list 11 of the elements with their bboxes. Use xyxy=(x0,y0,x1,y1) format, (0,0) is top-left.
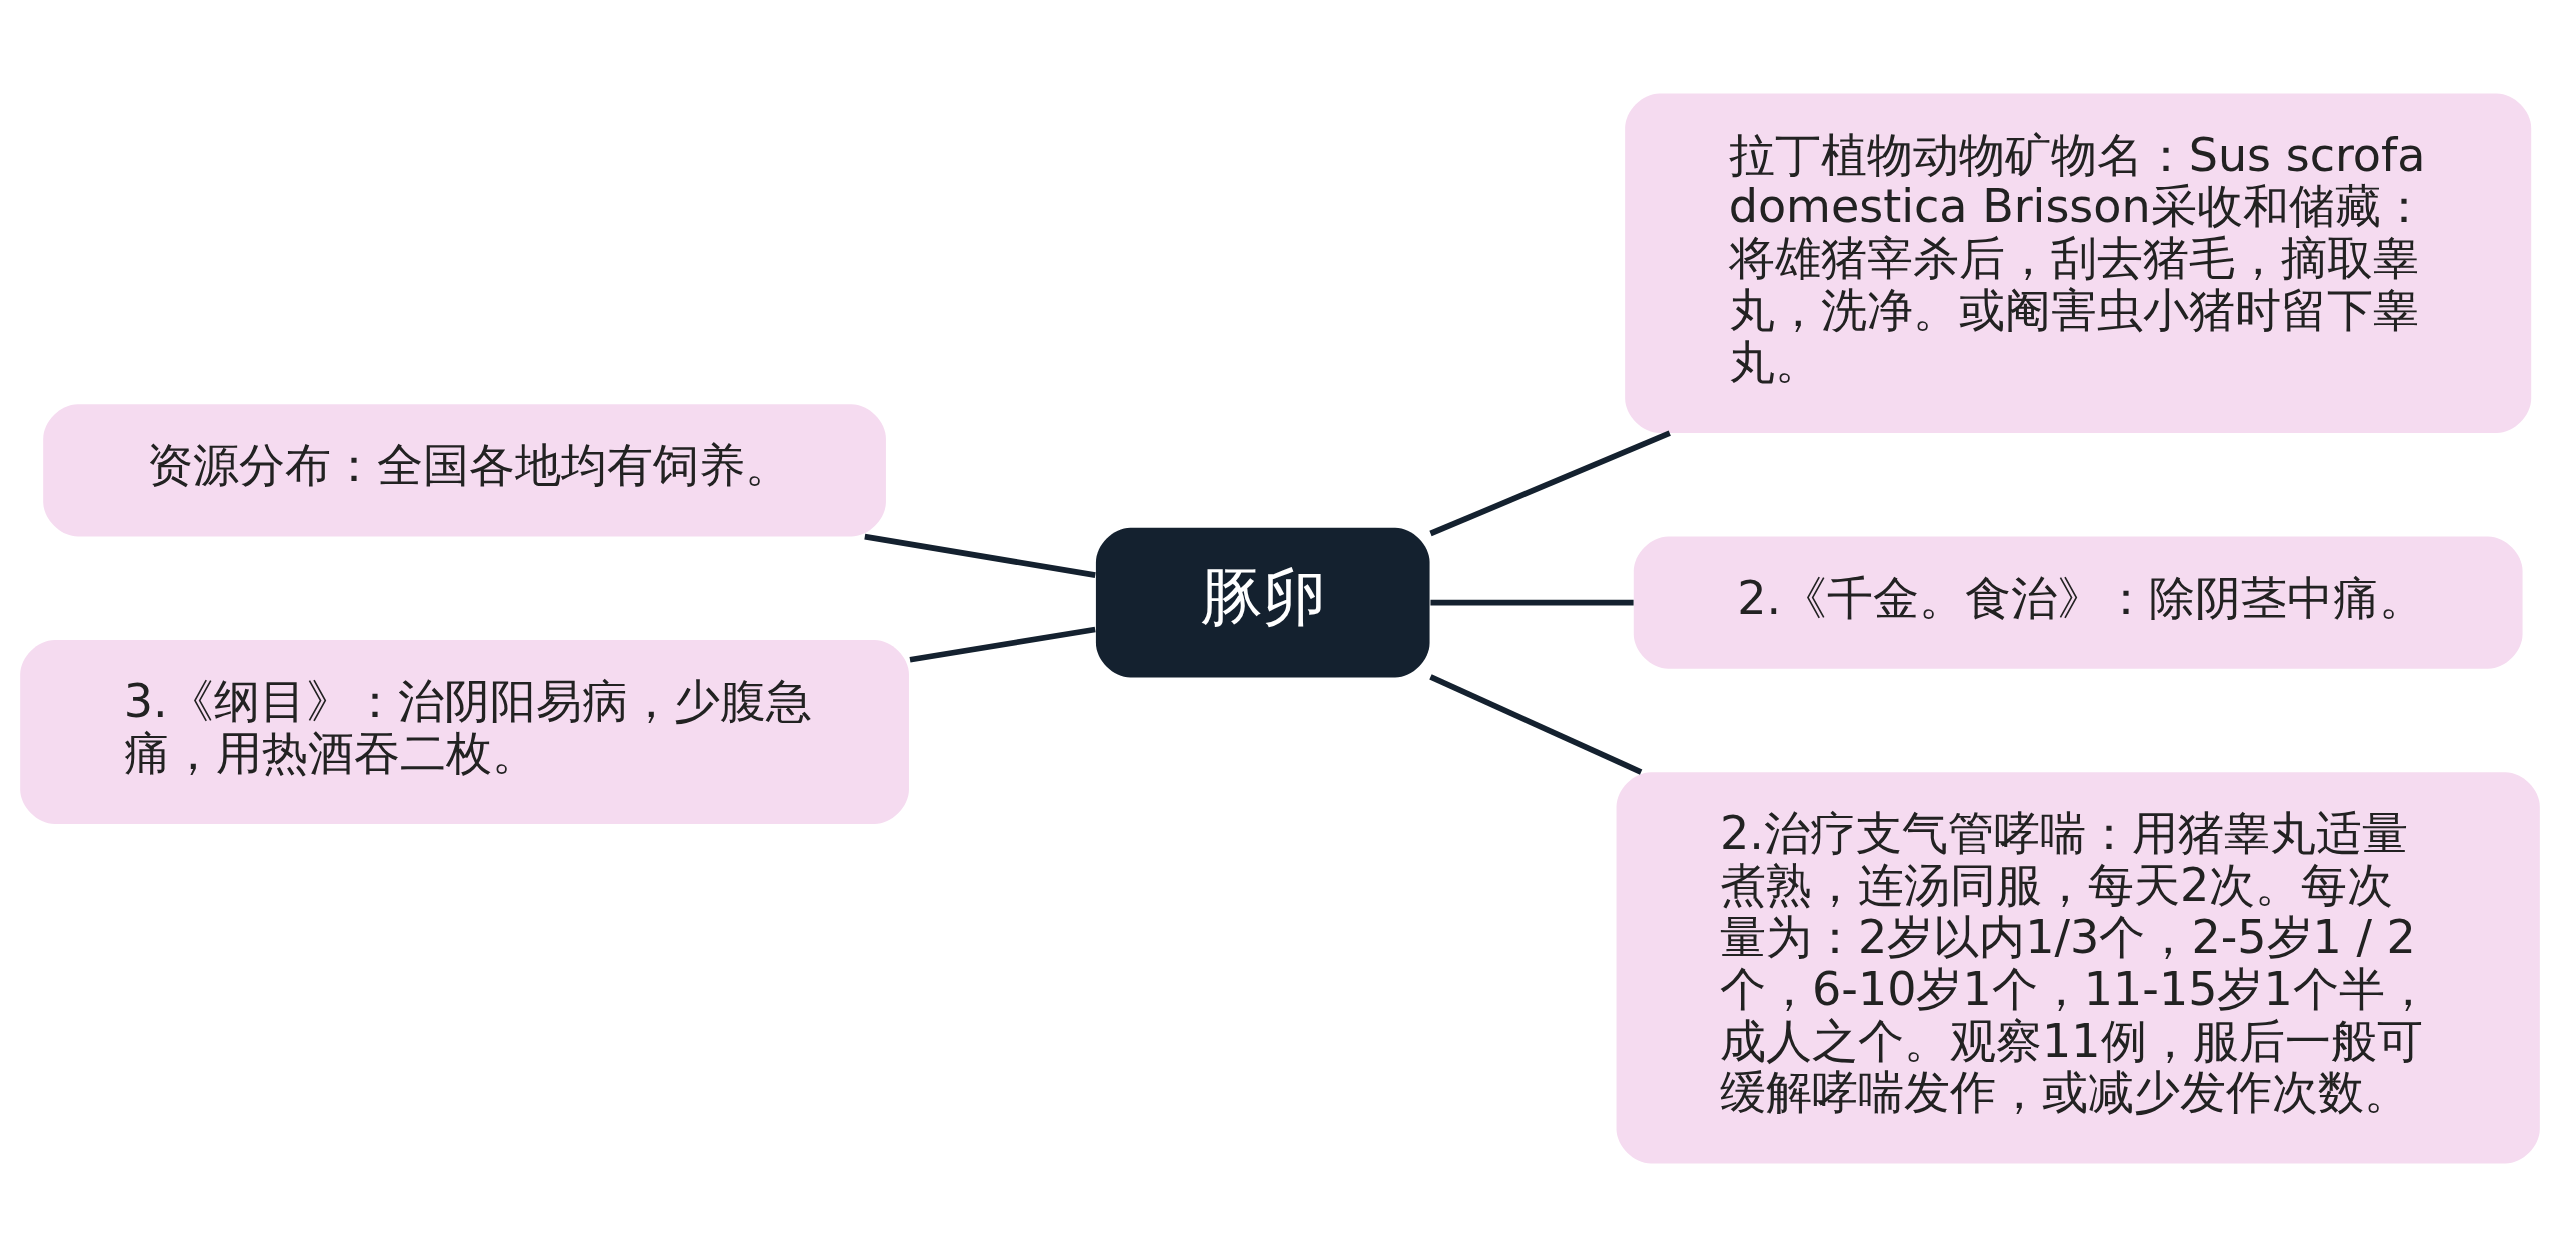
connector xyxy=(1430,599,1634,605)
node-box: 3.《纲目》：治阴阳易病，少腹急痛，用热酒吞二枚。 xyxy=(20,639,909,824)
node-box: 拉丁植物动物矿物名：Sus scrofa domestica Brisson采收和储藏：将雄猪宰杀后，刮去猪毛，摘取睾丸，洗净。或阉害虫小猪时留下睾丸。 xyxy=(1625,93,2532,433)
connector xyxy=(1429,673,1643,775)
node-box: 2.《千金。食治》：除阴茎中痛。 xyxy=(1633,535,2523,669)
node-box: 资源分布：全国各地均有饲养。 xyxy=(43,403,886,536)
node-box: 豚卵 xyxy=(1095,527,1430,677)
connector xyxy=(864,533,1096,578)
connector xyxy=(1429,430,1671,536)
node-box: 2.治疗支气管哮喘：用猪睾丸适量煮熟，连汤同服，每天2次。每次量为：2岁以内1/3个，2-5岁1 / 2个，6-10岁1个，11-15岁1个半，成人之个。观察11例，服后一般可缓解哮喘发作，或减少发作次数。 xyxy=(1616,771,2540,1163)
connector xyxy=(909,626,1096,663)
